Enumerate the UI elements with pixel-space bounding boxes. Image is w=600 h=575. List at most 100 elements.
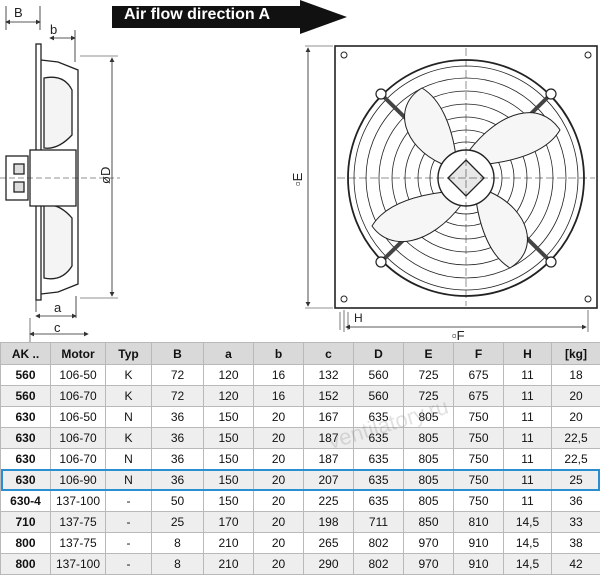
table-cell: 36 bbox=[152, 449, 204, 470]
table-cell: 106-50 bbox=[51, 365, 106, 386]
table-cell: 805 bbox=[404, 428, 454, 449]
table-cell: 16 bbox=[254, 386, 304, 407]
table-cell: N bbox=[106, 407, 152, 428]
table-cell: 810 bbox=[454, 512, 504, 533]
header-E: E bbox=[404, 343, 454, 365]
fan-technical-drawing: Air flow direction A bbox=[0, 0, 600, 342]
table-cell: 20 bbox=[254, 407, 304, 428]
table-cell: 675 bbox=[454, 365, 504, 386]
table-cell: 20 bbox=[254, 554, 304, 575]
table-cell: 132 bbox=[304, 365, 354, 386]
table-cell: 137-100 bbox=[51, 554, 106, 575]
table-cell: 635 bbox=[354, 428, 404, 449]
table-cell: 711 bbox=[354, 512, 404, 533]
table-cell: 106-50 bbox=[51, 407, 106, 428]
table-cell: 120 bbox=[204, 386, 254, 407]
table-cell: 805 bbox=[404, 470, 454, 491]
dim-D-label: øD bbox=[98, 167, 113, 184]
table-cell: 20 bbox=[552, 407, 600, 428]
table-cell: 560 bbox=[1, 365, 51, 386]
table-cell: 710 bbox=[1, 512, 51, 533]
table-cell: 22,5 bbox=[552, 449, 600, 470]
table-cell: 225 bbox=[304, 491, 354, 512]
table-cell: 800 bbox=[1, 554, 51, 575]
header-D: D bbox=[354, 343, 404, 365]
dim-E-label: ▫E bbox=[290, 172, 305, 186]
table-cell: 210 bbox=[204, 554, 254, 575]
table-cell: 20 bbox=[254, 533, 304, 554]
specification-table: AK .. Motor Typ B a b c D E F H [kg] 560… bbox=[0, 342, 600, 575]
header-kg: [kg] bbox=[552, 343, 600, 365]
table-cell: 25 bbox=[152, 512, 204, 533]
dim-F-label: ▫F bbox=[452, 328, 465, 342]
table-cell: - bbox=[106, 533, 152, 554]
table-cell: 187 bbox=[304, 428, 354, 449]
table-cell: 137-75 bbox=[51, 512, 106, 533]
table-cell: 150 bbox=[204, 491, 254, 512]
dim-B-label: B bbox=[14, 5, 23, 20]
table-cell: 850 bbox=[404, 512, 454, 533]
header-motor: Motor bbox=[51, 343, 106, 365]
dim-b-label: b bbox=[50, 22, 57, 37]
table-cell: 120 bbox=[204, 365, 254, 386]
table-cell: 265 bbox=[304, 533, 354, 554]
table-cell: 805 bbox=[404, 491, 454, 512]
table-cell: 150 bbox=[204, 449, 254, 470]
table-cell: 36 bbox=[552, 491, 600, 512]
table-cell: 170 bbox=[204, 512, 254, 533]
table-cell: 106-90 bbox=[51, 470, 106, 491]
table-cell: 725 bbox=[404, 386, 454, 407]
table-cell: 750 bbox=[454, 428, 504, 449]
airflow-arrow: Air flow direction A bbox=[112, 0, 347, 34]
table-cell: 11 bbox=[504, 407, 552, 428]
header-F: F bbox=[454, 343, 504, 365]
table-cell: 16 bbox=[254, 365, 304, 386]
table-cell: 8 bbox=[152, 533, 204, 554]
table-cell: 560 bbox=[1, 386, 51, 407]
table-cell: 20 bbox=[254, 449, 304, 470]
header-typ: Typ bbox=[106, 343, 152, 365]
table-cell: 137-75 bbox=[51, 533, 106, 554]
table-cell: 635 bbox=[354, 491, 404, 512]
table-cell: 11 bbox=[504, 449, 552, 470]
table-cell: 750 bbox=[454, 470, 504, 491]
table-cell: 675 bbox=[454, 386, 504, 407]
dim-c-label: c bbox=[54, 320, 61, 335]
table-cell: 11 bbox=[504, 470, 552, 491]
table-cell: 11 bbox=[504, 428, 552, 449]
header-ak: AK .. bbox=[1, 343, 51, 365]
table-cell: 20 bbox=[254, 470, 304, 491]
table-cell: 910 bbox=[454, 554, 504, 575]
table-cell: 750 bbox=[454, 407, 504, 428]
table-cell: 802 bbox=[354, 533, 404, 554]
airflow-label: Air flow direction A bbox=[124, 6, 271, 23]
table-cell: 167 bbox=[304, 407, 354, 428]
table-cell: 8 bbox=[152, 554, 204, 575]
table-cell: 36 bbox=[152, 407, 204, 428]
table-cell: 560 bbox=[354, 365, 404, 386]
table-cell: 106-70 bbox=[51, 449, 106, 470]
table-cell: 805 bbox=[404, 407, 454, 428]
table-cell: N bbox=[106, 470, 152, 491]
table-cell: 630-4 bbox=[1, 491, 51, 512]
table-cell: 630 bbox=[1, 407, 51, 428]
table-cell: 150 bbox=[204, 407, 254, 428]
header-b: b bbox=[254, 343, 304, 365]
table-cell: 20 bbox=[254, 428, 304, 449]
table-cell: 36 bbox=[152, 470, 204, 491]
table-cell: 560 bbox=[354, 386, 404, 407]
table-cell: 11 bbox=[504, 386, 552, 407]
table-cell: 630 bbox=[1, 470, 51, 491]
table-cell: 750 bbox=[454, 449, 504, 470]
table-cell: N bbox=[106, 449, 152, 470]
table-cell: 210 bbox=[204, 533, 254, 554]
table-cell: - bbox=[106, 554, 152, 575]
table-cell: 635 bbox=[354, 470, 404, 491]
table-cell: 970 bbox=[404, 533, 454, 554]
table-cell: 20 bbox=[254, 512, 304, 533]
